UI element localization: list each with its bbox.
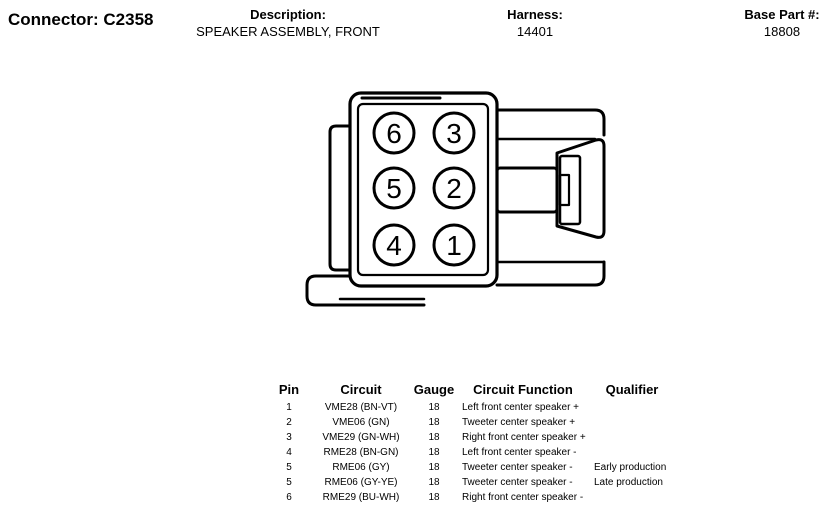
cell-circuit: RME06 (GY-YE) [324, 477, 398, 488]
cell-circuit: RME06 (GY) [332, 462, 390, 473]
cell-function: Right front center speaker + [462, 432, 586, 443]
pin-number-label: 4 [386, 230, 402, 261]
pin-circle [432, 166, 476, 210]
cell-qualifier [590, 400, 674, 415]
pin-number-label: 6 [386, 118, 402, 149]
cell-pin: 6 [286, 492, 292, 503]
cell-function: Tweeter center speaker - [462, 477, 573, 488]
connector-latch-body [495, 166, 559, 214]
cell-function: Left front center speaker + [462, 402, 580, 413]
cell-function: Tweeter center speaker - [462, 462, 573, 473]
connector-latch-notch [558, 173, 571, 207]
cell-gauge: 18 [428, 492, 440, 503]
pin-number-label: 3 [446, 118, 462, 149]
connector-title: Connector: C2358 [8, 10, 154, 29]
description-value: SPEAKER ASSEMBLY, FRONT [196, 24, 380, 39]
cell-qualifier [590, 445, 674, 460]
cell-qualifier [590, 490, 674, 505]
pin-circle [432, 223, 476, 267]
pin-circle [432, 111, 476, 155]
cell-pin: 4 [286, 447, 292, 458]
pin-number-label: 5 [386, 173, 402, 204]
cell-function: Tweeter center speaker + [462, 417, 576, 428]
cell-pin: 3 [286, 432, 292, 443]
cell-circuit: RME29 (BU-WH) [322, 492, 400, 503]
header-pin: Pin [278, 382, 300, 397]
base-part-value: 18808 [763, 24, 801, 39]
table-row: 3 VME29 (GN-WH) 18 Right front center speak… [268, 430, 674, 445]
header-gauge: Gauge [413, 382, 455, 397]
cell-function: Right front center speaker - [462, 492, 584, 503]
table-row: 5 RME06 (GY) 18 Tweeter center speaker - Ear… [268, 460, 674, 475]
table-row: 2 VME06 (GN) 18 Tweeter center speaker + [268, 415, 674, 430]
cell-circuit: VME29 (GN-WH) [322, 432, 400, 443]
connector-cavity [356, 102, 490, 277]
header-circuit: Circuit [340, 382, 382, 397]
connector-bottom-flange [305, 274, 426, 307]
cell-pin: 5 [286, 477, 292, 488]
pin-table-header-row: Pin Circuit Gauge Circuit Function Quali… [268, 382, 674, 400]
pin-circle [372, 223, 416, 267]
cell-function: Left front center speaker - [462, 447, 577, 458]
harness-label: Harness: [507, 7, 563, 22]
cell-gauge: 18 [428, 402, 440, 413]
cell-qualifier: Late production [594, 477, 663, 488]
header-qualifier: Qualifier [605, 382, 659, 397]
pin-table: Pin Circuit Gauge Circuit Function Quali… [268, 382, 674, 505]
pin-number-label: 1 [446, 230, 462, 261]
cell-gauge: 18 [428, 447, 440, 458]
cell-pin: 1 [286, 402, 292, 413]
base-part-block: Base Part #: 18808 [744, 7, 819, 40]
table-row: 4 RME28 (BN-GN) 18 Left front center speake… [268, 445, 674, 460]
cell-gauge: 18 [428, 417, 440, 428]
description-label: Description: [250, 7, 326, 22]
cell-circuit: VME28 (BN-VT) [324, 402, 398, 413]
table-row: 5 RME06 (GY-YE) 18 Tweeter center speaker -… [268, 475, 674, 490]
connector-right-top-rail [495, 108, 606, 137]
pin-number-label: 2 [446, 173, 462, 204]
header-function: Circuit Function [473, 382, 573, 397]
connector-latch-tab [555, 138, 606, 239]
table-row: 6 RME29 (BU-WH) 18 Right front center speak… [268, 490, 674, 505]
pin-group: 6 3 5 2 4 1 [372, 111, 476, 267]
cell-qualifier: Early production [594, 462, 667, 473]
cell-gauge: 18 [428, 432, 440, 443]
table-row: 1 VME28 (BN-VT) 18 Left front center speake… [268, 400, 674, 415]
base-part-label: Base Part #: [744, 7, 820, 22]
pin-circle [372, 166, 416, 210]
cell-pin: 5 [286, 462, 292, 473]
cell-circuit: RME28 (BN-GN) [323, 447, 399, 458]
harness-block: Harness: 14401 [507, 7, 563, 40]
cell-qualifier [590, 415, 674, 430]
cell-gauge: 18 [428, 462, 440, 473]
harness-value: 14401 [516, 24, 554, 39]
pin-circle [372, 111, 416, 155]
cell-gauge: 18 [428, 477, 440, 488]
description-block: Description: SPEAKER ASSEMBLY, FRONT [196, 7, 380, 40]
cell-circuit: VME06 (GN) [332, 417, 390, 428]
connector-right-bottom-rail [495, 260, 606, 287]
cell-qualifier [590, 430, 674, 445]
connector-left-rib [328, 124, 352, 272]
cell-pin: 2 [286, 417, 292, 428]
